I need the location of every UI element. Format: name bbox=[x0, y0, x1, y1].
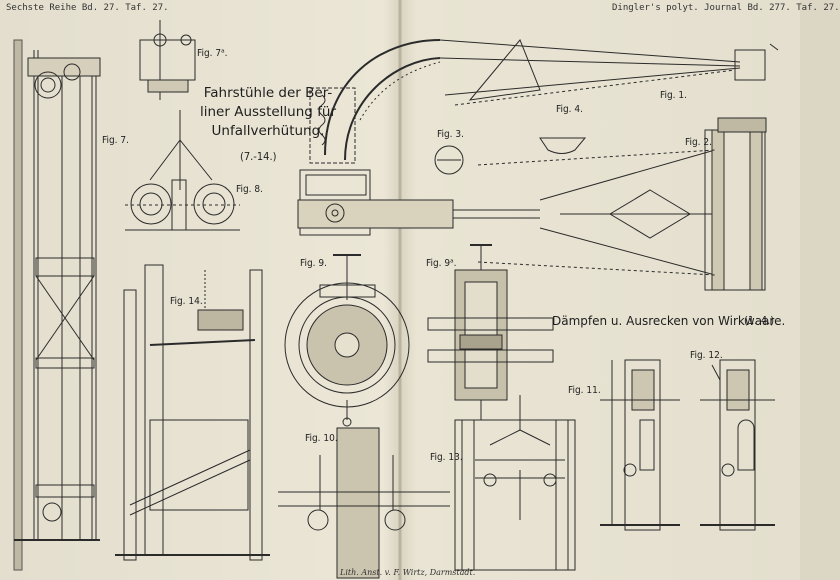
fig3-label: Fig. 3. bbox=[437, 129, 464, 140]
fig2-label: Fig. 2. bbox=[685, 137, 712, 148]
elevators-title-line-3: Unfallverhütung. bbox=[211, 123, 325, 139]
fig3-disc bbox=[434, 145, 464, 175]
elevators-title-line-2: liner Ausstellung für bbox=[200, 104, 336, 120]
fig7-label: Fig. 7. bbox=[102, 135, 129, 146]
header-right: Dingler's polyt. Journal Bd. 277. Taf. 2… bbox=[612, 3, 840, 13]
fig1-stretcher-top bbox=[324, 39, 779, 161]
elevators-ref: (7.-14.) bbox=[240, 150, 277, 163]
elevators-title: Fahrstühle der Ber- liner Ausstellung fü… bbox=[200, 84, 336, 141]
header-left: Sechste Reihe Bd. 27. Taf. 27. bbox=[6, 3, 169, 13]
fig12-lift bbox=[700, 359, 775, 531]
fig8-twin-drums bbox=[125, 110, 240, 231]
fig1-label: Fig. 1. bbox=[660, 90, 687, 101]
fig4-yoke bbox=[539, 137, 587, 154]
fig9a-section bbox=[427, 244, 554, 420]
fig13-label: Fig. 13. bbox=[430, 452, 463, 463]
fig9a-label: Fig. 9ᵃ. bbox=[426, 258, 457, 269]
fig12-label: Fig. 12. bbox=[690, 350, 723, 361]
fig14-elevator-car bbox=[115, 264, 270, 561]
fig11-lift bbox=[600, 359, 680, 531]
fig9-label: Fig. 9. bbox=[300, 258, 327, 269]
fig10-label: Fig. 10. bbox=[305, 433, 338, 444]
fig11-label: Fig. 11. bbox=[568, 385, 601, 396]
fig2-stretcher-main bbox=[297, 87, 767, 291]
steaming-title: Dämpfen u. Ausrecken von Wirkwaare. bbox=[552, 314, 786, 328]
lithographer-imprint: Lith. Anst. v. F. Wirtz, Darmstadt. bbox=[340, 568, 476, 577]
elevators-title-line-1: Fahrstühle der Ber- bbox=[203, 85, 333, 101]
fig13-frame bbox=[454, 395, 576, 571]
fig7-elevator-shaft bbox=[13, 39, 101, 571]
fig9-steam-chamber bbox=[284, 254, 410, 427]
fig14-label: Fig. 14. bbox=[170, 296, 203, 307]
fig7a-winding-gear bbox=[139, 20, 196, 100]
fig10-clamp-block bbox=[278, 427, 450, 579]
fig8-label: Fig. 8. bbox=[236, 184, 263, 195]
steaming-ref: (1.-4.) bbox=[744, 314, 775, 327]
fig7a-label: Fig. 7ᵃ. bbox=[197, 48, 228, 59]
engraving-drawings bbox=[13, 0, 779, 580]
fig4-label: Fig. 4. bbox=[556, 104, 583, 115]
